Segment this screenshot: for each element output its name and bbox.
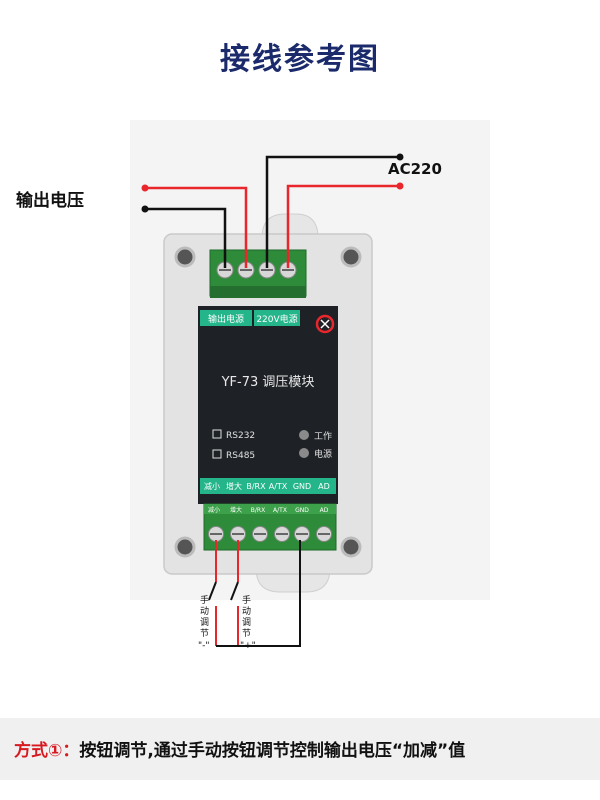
- rs485-label: RS485: [226, 451, 255, 461]
- bottom-terminal-increase-small: 增大: [230, 506, 242, 514]
- increase-button-sign: "+": [240, 641, 256, 651]
- bottom-label-increase: 增大: [226, 481, 242, 491]
- gnd-common-wire: [216, 540, 301, 647]
- footer-colon: ：: [62, 741, 80, 761]
- bottom-terminal-decrease-small: 减小: [208, 506, 220, 514]
- power-led-label: 电源: [314, 448, 332, 460]
- bottom-terminal-lip: [204, 504, 336, 514]
- decrease-button-label-2: 动: [200, 606, 209, 617]
- decrease-button-label-1: 手: [200, 594, 209, 606]
- increase-button-label-1: 手: [242, 594, 251, 606]
- bottom-label-atx: A/TX: [269, 482, 288, 491]
- increase-button-label-2: 动: [242, 606, 251, 617]
- rs485-checkbox-icon: [212, 449, 222, 459]
- footer-method: 方式①: [14, 741, 63, 761]
- label-output-power: 输出电源: [208, 313, 244, 325]
- module-name: YF-73 调压模块: [221, 375, 315, 390]
- screw-hole-bottom-right: [340, 536, 362, 558]
- output-wire-red: [145, 186, 248, 268]
- ac220-red-terminal-dot: [396, 182, 404, 190]
- decrease-button-label-3: 调: [200, 617, 209, 628]
- bottom-label-strip: [200, 478, 336, 494]
- ac220-wire-black: [265, 155, 400, 268]
- work-led-icon: [299, 430, 309, 440]
- decrease-button-label-4: 节: [200, 628, 209, 639]
- work-led-label: 工作: [314, 430, 332, 442]
- bottom-terminal-brx-small: B/RX: [251, 507, 265, 514]
- bottom-terminal-atx-small: A/TX: [273, 507, 287, 514]
- brand-logo-icon: [315, 314, 335, 334]
- output-wire-black: [145, 207, 227, 268]
- ac220-label: AC220: [388, 160, 442, 178]
- decrease-button-sign: "-": [198, 641, 210, 651]
- output-black-terminal-dot: [141, 205, 149, 213]
- increase-button-label-4: 节: [242, 628, 251, 639]
- footer-description: 按钮调节,通过手动按钮调节控制输出电压“加减”值: [79, 741, 466, 761]
- screw-hole-top-right: [340, 246, 362, 268]
- rs232-label: RS232: [226, 431, 255, 441]
- output-voltage-label: 输出电压: [16, 191, 84, 211]
- top-terminal-lip: [210, 286, 306, 298]
- footer-caption: 方式①：按钮调节,通过手动按钮调节控制输出电压“加减”值: [14, 736, 465, 761]
- top-terminal-screws: [216, 261, 297, 279]
- footer-bar: [0, 718, 600, 780]
- increase-button-label-3: 调: [242, 617, 251, 628]
- bottom-label-gnd: GND: [293, 482, 311, 491]
- bottom-label-decrease: 减小: [204, 481, 220, 491]
- brand-logo-mark-icon: [320, 319, 330, 329]
- label-220v-power: 220V电源: [256, 313, 297, 325]
- bottom-label-ad: AD: [318, 482, 330, 491]
- bottom-label-brx: B/RX: [246, 482, 266, 491]
- label-output-power-bg: [200, 310, 252, 326]
- front-panel: [198, 306, 338, 504]
- output-red-terminal-dot: [141, 184, 149, 192]
- decrease-switch-contact: [208, 581, 217, 601]
- page-title: 接线参考图: [220, 42, 380, 77]
- bottom-terminal-screws: [208, 526, 332, 542]
- rs232-checkbox-icon: [212, 429, 222, 439]
- screw-hole-top-left: [174, 246, 196, 268]
- ac220-black-terminal-dot: [396, 153, 404, 161]
- power-led-icon: [299, 448, 309, 458]
- screw-hole-bottom-left: [174, 536, 196, 558]
- bottom-terminal-ad-small: AD: [320, 507, 329, 514]
- ac220-wire-red: [286, 184, 400, 268]
- bottom-terminal-gnd-small: GND: [295, 507, 309, 514]
- mounting-bracket-top: [261, 213, 319, 239]
- label-220v-power-bg: [254, 310, 300, 326]
- increase-switch-contact: [230, 581, 239, 601]
